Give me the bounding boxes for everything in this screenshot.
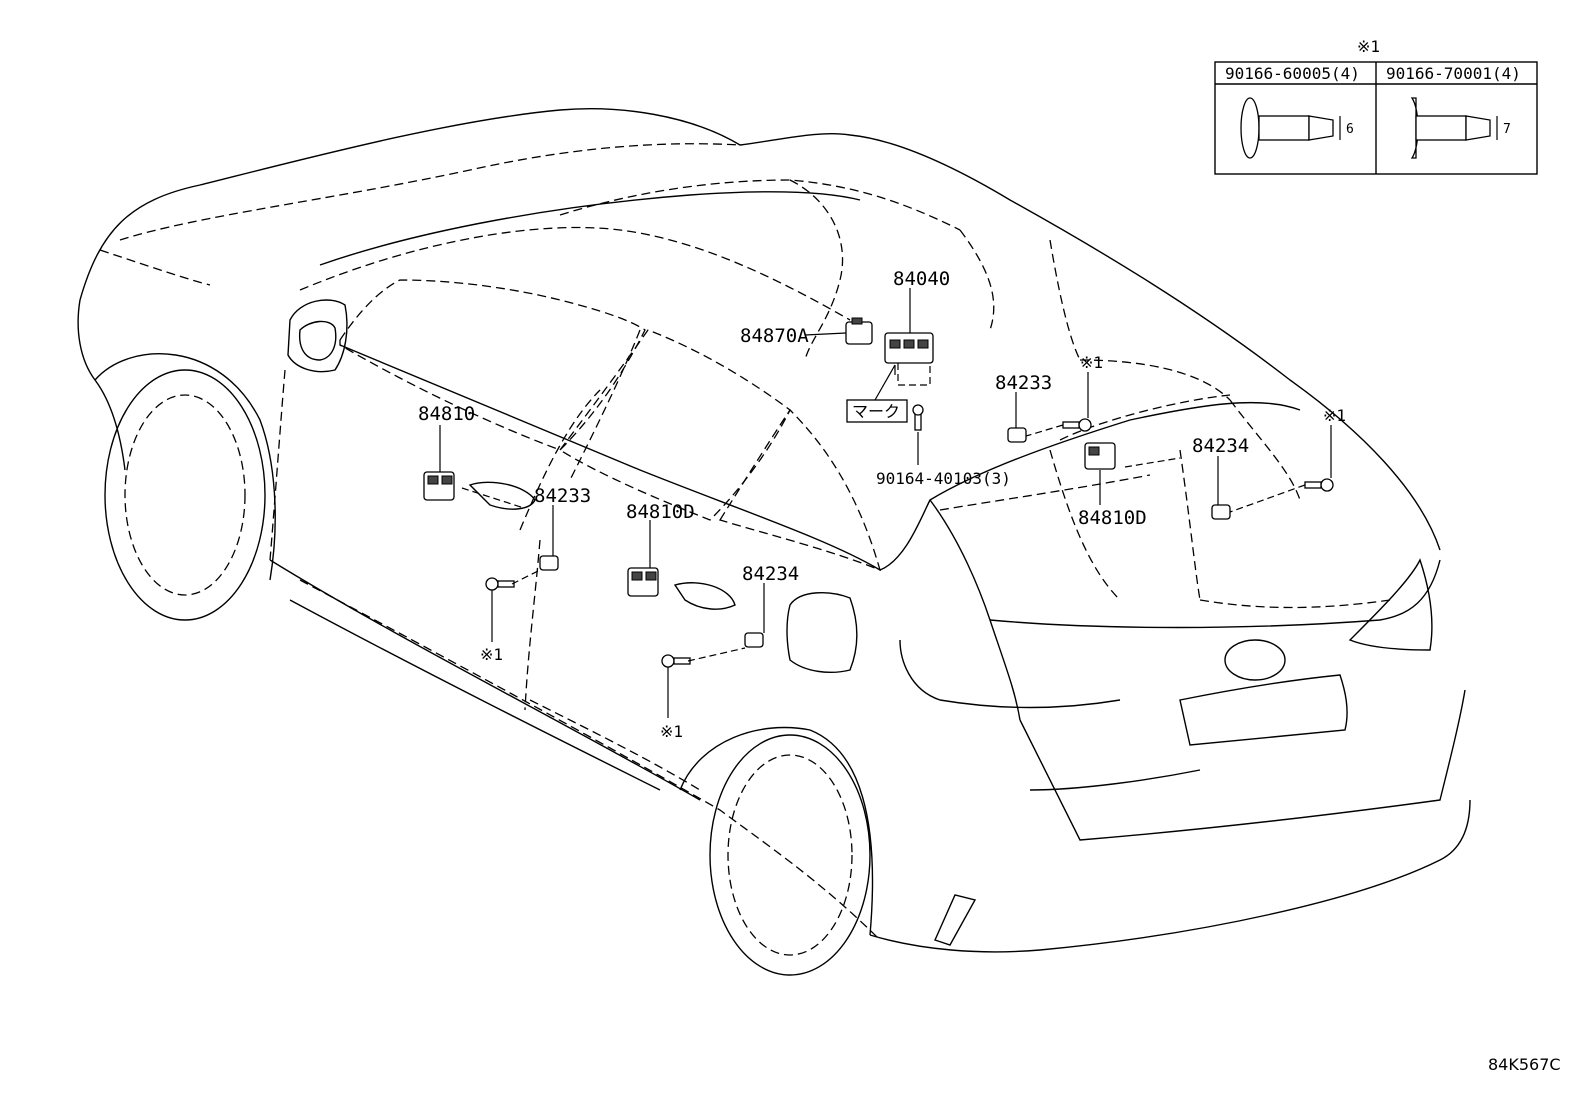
screw-icons — [485, 404, 1334, 668]
rear-wheel — [679, 726, 874, 976]
door-window-outlines — [269, 179, 1391, 791]
ref-marker-front-door: ※1 — [480, 645, 503, 664]
part-84233-right — [1007, 427, 1027, 443]
label-84234-left: 84234 — [742, 563, 799, 585]
part-84040-switch — [884, 332, 934, 386]
part-84234-right — [1211, 504, 1231, 520]
fastener-dim-2: 7 — [1503, 122, 1511, 137]
screw-drawing-2: 7 — [1410, 97, 1511, 159]
label-84233-right: 84233 — [995, 372, 1052, 394]
ref-marker-rear-door: ※1 — [660, 722, 683, 741]
part-84233-left — [539, 555, 559, 571]
fastener-table: ※1 90166-60005(4) 90166-70001(4) 6 7 — [1214, 37, 1538, 175]
label-mark: マーク — [852, 402, 900, 421]
label-84810D-right: 84810D — [1078, 507, 1147, 529]
label-84870A: 84870A — [740, 325, 809, 347]
ref-marker-center: ※1 — [1080, 353, 1103, 372]
car-body-outline — [77, 108, 1471, 953]
part-84810D-switch-left — [627, 567, 659, 597]
fastener-table-heading: ※1 — [1357, 37, 1380, 56]
label-90164-40103: 90164-40103(3) — [876, 469, 1011, 488]
fastener-dim-1: 6 — [1346, 122, 1354, 137]
part-84870A-switch — [845, 317, 873, 345]
screw-drawing-1: 6 — [1240, 97, 1354, 159]
fastener-part-2: 90166-70001(4) — [1386, 64, 1521, 83]
label-84233-left: 84233 — [534, 485, 591, 507]
label-84234-right: 84234 — [1192, 435, 1249, 457]
leader-lines — [439, 288, 1332, 718]
fastener-part-1: 90166-60005(4) — [1225, 64, 1360, 83]
ref-marker-right: ※1 — [1323, 406, 1346, 425]
part-84234-left — [744, 632, 764, 648]
part-84810D-switch-right — [1084, 442, 1116, 470]
label-84810D-left: 84810D — [626, 501, 695, 523]
front-wheel — [94, 353, 276, 621]
label-84810: 84810 — [418, 403, 475, 425]
diagram-code: 84K567C — [1488, 1055, 1561, 1074]
part-labels: 84040 84870A マーク 84810 84233 84810D 8423… — [418, 268, 1346, 741]
part-84810-switch — [423, 471, 455, 501]
label-84040: 84040 — [893, 268, 950, 290]
